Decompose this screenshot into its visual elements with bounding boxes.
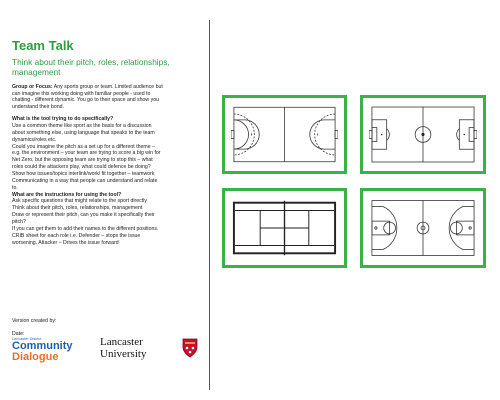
subtitle-line: management	[12, 67, 61, 78]
focus-label: Group or Focus:	[12, 83, 53, 90]
q2-line: Draw or represent their pitch, can you m…	[12, 212, 155, 219]
focus-line: understand their bond.	[12, 104, 64, 111]
handball-court-card	[222, 95, 347, 174]
q2-line: CRIB sheet for each role i.e. Defender –…	[12, 232, 141, 239]
tennis-court-card	[222, 188, 347, 268]
focus-line: chatting - different dynamic. You go to …	[12, 97, 159, 104]
q2-line: Think about their pitch, roles, relation…	[12, 205, 143, 212]
q1-line: e.g. the environment – your team are try…	[12, 150, 161, 157]
page-subtitle: Think about their pitch, roles, relation…	[12, 57, 208, 78]
lancaster-university-logo: Lancaster University	[100, 336, 205, 361]
q1-line: about something else, using language tha…	[12, 129, 155, 136]
lu-logo-line: University	[100, 347, 147, 360]
q1-line: Net Zero, but the opposing team are tryi…	[12, 157, 153, 164]
community-dialogue-logo: Lancaster District Community Dialogue	[12, 337, 74, 363]
q1-line: Use a common theme like sport as the bas…	[12, 123, 152, 130]
lu-logo-line: Lancaster	[100, 336, 143, 348]
focus-text: Any sports group or team. Limited audien…	[52, 83, 163, 90]
q2-heading: What are the instructions for using the …	[12, 191, 122, 198]
basketball-court-icon	[371, 200, 475, 256]
subtitle-line: Think about their pitch, roles, relation…	[12, 57, 170, 67]
cd-logo-dialogue: Dialogue	[12, 351, 59, 363]
q2-line: If you can get them to add their names t…	[12, 225, 159, 232]
lu-logo-text: Lancaster University	[100, 336, 147, 360]
handball-court-icon	[231, 106, 338, 163]
date-label: Date:	[12, 331, 25, 337]
q1-paragraph: What is the tool trying to do specifical…	[12, 116, 208, 246]
football-pitch-icon	[369, 106, 477, 163]
basketball-court-card	[360, 188, 486, 268]
q1-line: Communicating in a way that people can u…	[12, 177, 158, 184]
q1-line: dynamics/roles etc.	[12, 136, 57, 143]
q2-line: worsening, Attacker – Drives the issue f…	[12, 239, 119, 246]
q2-line: pitch?	[12, 219, 26, 226]
tennis-court-icon	[232, 200, 337, 256]
crest-icon	[182, 338, 198, 358]
vertical-divider	[209, 20, 210, 390]
left-panel: Team Talk Think about their pitch, roles…	[12, 38, 208, 251]
focus-first-line: Group or Focus: Any sports group or team…	[12, 84, 208, 91]
q1-line: roles could the attackers play, what cou…	[12, 164, 151, 171]
body-text: Group or Focus: Any sports group or team…	[12, 84, 208, 247]
q1-line: Show how issues/topics interlink/work/ f…	[12, 171, 155, 178]
cd-logo-small-text: Lancaster District	[12, 337, 42, 341]
football-pitch-card	[360, 95, 486, 174]
version-credit: Version created by:	[12, 318, 57, 324]
cd-logo-community: Community	[12, 340, 73, 352]
q1-heading: What is the tool trying to do specifical…	[12, 116, 114, 123]
q1-line: to.	[12, 184, 18, 191]
q1-line: Could you imagine the pitch as a set up …	[12, 143, 155, 150]
focus-line: can imagine this working doing with fami…	[12, 90, 151, 97]
focus-paragraph: Group or Focus: Any sports group or team…	[12, 84, 208, 111]
page-title: Team Talk	[12, 38, 74, 53]
q2-line: Ask specific questions that might relate…	[12, 198, 147, 205]
